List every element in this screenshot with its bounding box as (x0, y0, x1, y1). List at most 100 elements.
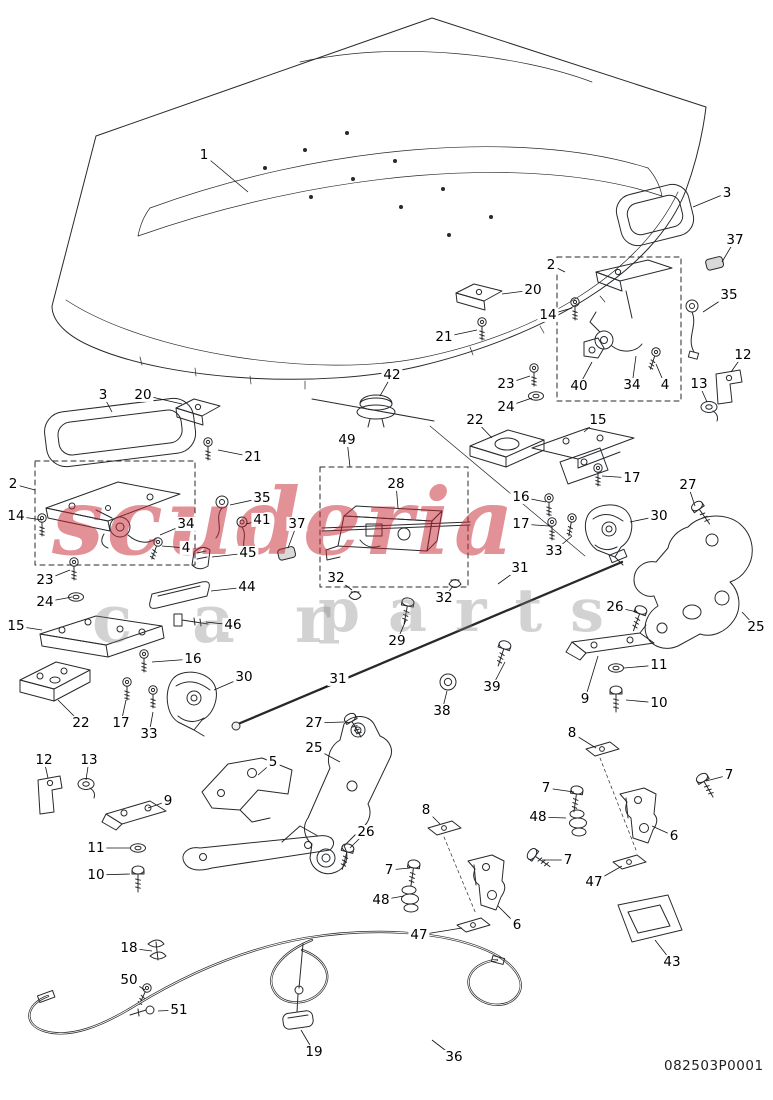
part-label-7: 7 (561, 851, 575, 868)
part-label-44: 44 (236, 578, 258, 595)
strip-44 (149, 581, 210, 609)
part-label-29: 29 (386, 632, 408, 649)
part-label-31: 31 (509, 559, 531, 576)
part-label-33: 33 (543, 542, 565, 559)
part-label-21: 21 (242, 448, 264, 465)
part-label-24: 24 (495, 398, 517, 415)
clip-18 (147, 939, 167, 961)
part-label-9: 9 (161, 792, 175, 809)
part-label-41: 41 (251, 511, 273, 528)
part-label-49: 49 (336, 431, 358, 448)
release-cable-right (685, 299, 700, 360)
part-label-2: 2 (544, 256, 558, 273)
part-label-13: 13 (78, 751, 100, 768)
part-label-43: 43 (661, 953, 683, 970)
part-label-5: 5 (266, 753, 280, 770)
part-label-1: 1 (197, 146, 211, 163)
part-label-40: 40 (568, 377, 590, 394)
part-label-47: 47 (583, 873, 605, 890)
part-label-36: 36 (443, 1048, 465, 1065)
bonnet-lid (51, 17, 707, 390)
part-label-48: 48 (370, 891, 392, 908)
part-label-50: 50 (118, 971, 140, 988)
part-label-31: 31 (327, 670, 349, 687)
part-label-8: 8 (419, 801, 433, 818)
part-label-32: 32 (325, 569, 347, 586)
part-label-46: 46 (222, 616, 244, 633)
part-label-20: 20 (132, 386, 154, 403)
part-label-26: 26 (604, 598, 626, 615)
hinge-arm-centre (304, 716, 393, 875)
mount-plate-9-right (565, 624, 655, 661)
part-label-22: 22 (70, 714, 92, 731)
part-label-51: 51 (168, 1001, 190, 1018)
pad-43 (617, 894, 683, 943)
part-label-30: 30 (233, 668, 255, 685)
bonnet-lock-centre (319, 466, 471, 588)
part-label-24: 24 (34, 593, 56, 610)
part-label-4: 4 (179, 539, 193, 556)
release-rod-31 (231, 548, 628, 731)
part-label-48: 48 (527, 808, 549, 825)
part-label-34: 34 (175, 515, 197, 532)
bonnet-seal-right (615, 183, 695, 247)
part-label-6: 6 (510, 916, 524, 933)
bracket-5 (201, 757, 293, 823)
release-handle-19 (282, 943, 314, 1030)
mount-plate-9-left (101, 800, 167, 831)
part-label-25: 25 (745, 618, 767, 635)
mount-plate-15-top (531, 427, 635, 485)
part-label-3: 3 (96, 386, 110, 403)
diagram-reference-number: 082503P0001 (664, 1058, 764, 1074)
mount-plate-15-left (39, 615, 165, 658)
rod-and-buffer-42 (311, 394, 586, 557)
bonnet-seal-left (44, 397, 197, 468)
part-label-14: 14 (5, 507, 27, 524)
buffer-pad-left (277, 546, 297, 561)
part-label-4: 4 (658, 376, 672, 393)
part-label-22: 22 (464, 411, 486, 428)
part-label-32: 32 (433, 589, 455, 606)
part-label-10: 10 (85, 866, 107, 883)
striker-plate-top (455, 283, 503, 311)
part-label-2: 2 (6, 475, 20, 492)
part-label-15: 15 (587, 411, 609, 428)
part-label-35: 35 (718, 286, 740, 303)
part-label-37: 37 (286, 515, 308, 532)
hinge-bracket-right (633, 515, 753, 649)
part-label-27: 27 (303, 714, 325, 731)
part-label-11: 11 (648, 656, 670, 673)
part-label-38: 38 (431, 702, 453, 719)
clip-45 (191, 546, 211, 570)
part-label-21: 21 (433, 328, 455, 345)
part-label-9: 9 (578, 690, 592, 707)
screw-51 (129, 1005, 155, 1017)
part-label-28: 28 (385, 475, 407, 492)
hinge-base-bar (182, 825, 334, 871)
mount-plate-22-left (19, 661, 91, 702)
part-label-30: 30 (648, 507, 670, 524)
part-label-18: 18 (118, 939, 140, 956)
part-label-7: 7 (722, 766, 736, 783)
mount-plate-22-top (469, 429, 545, 468)
part-label-23: 23 (34, 571, 56, 588)
part-label-27: 27 (677, 476, 699, 493)
part-label-17: 17 (621, 469, 643, 486)
cable-bracket-left (37, 775, 63, 815)
part-label-26: 26 (355, 823, 377, 840)
part-label-17: 17 (110, 714, 132, 731)
part-label-16: 16 (182, 650, 204, 667)
part-label-23: 23 (495, 375, 517, 392)
lock-assembly-right (528, 256, 682, 402)
part-label-20: 20 (522, 281, 544, 298)
part-label-10: 10 (648, 694, 670, 711)
part-label-39: 39 (481, 678, 503, 695)
part-label-17: 17 (510, 515, 532, 532)
part-label-15: 15 (5, 617, 27, 634)
part-label-13: 13 (688, 375, 710, 392)
release-cable-36 (28, 930, 522, 1035)
lock-assembly-left (34, 460, 196, 566)
part-label-34: 34 (621, 376, 643, 393)
